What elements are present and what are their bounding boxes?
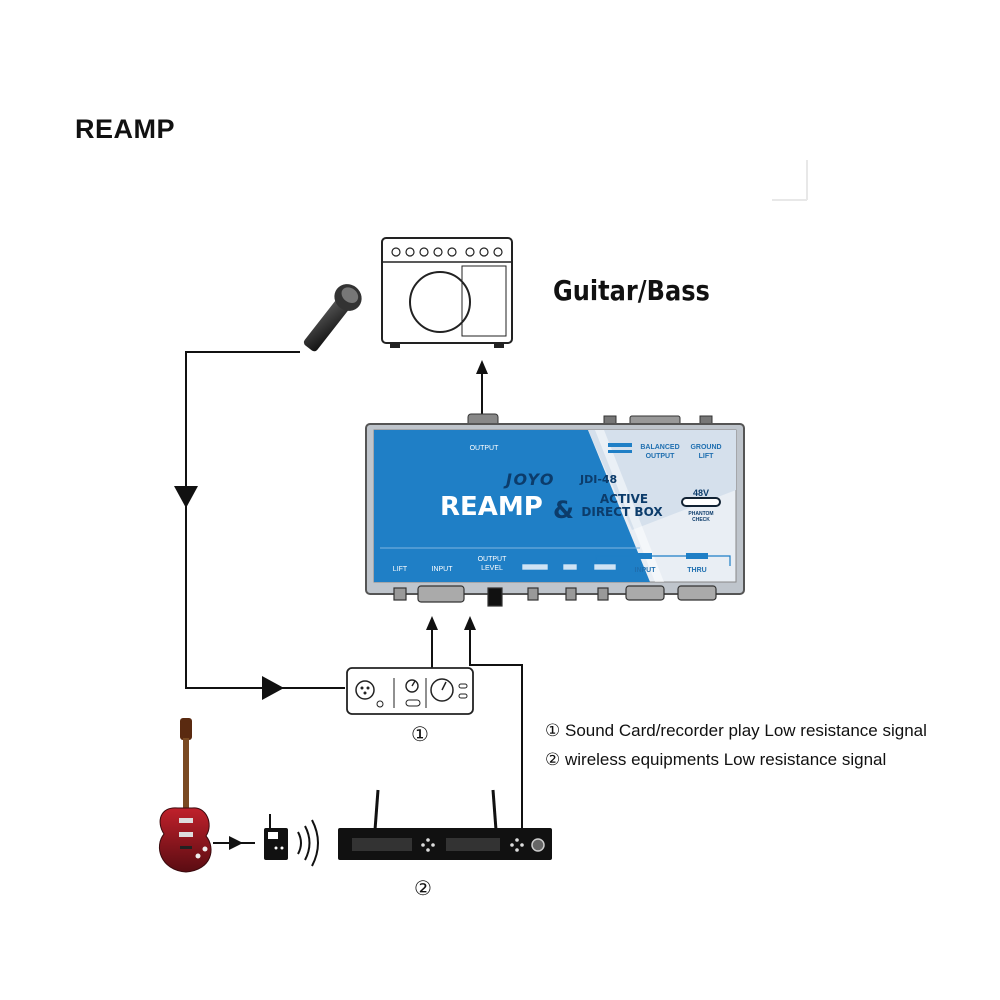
legend-item-2-text: wireless equipments Low resistance signa… [564, 750, 887, 769]
legend-item-1: ① Sound Card/recorder play Low resistanc… [545, 721, 927, 741]
electric-guitar-icon [158, 718, 212, 873]
guitar-amplifier [381, 237, 513, 348]
reamp-direct-box-device: JOYO JDI-48 REAMP & ACTIVE DIRECT BOX OU… [365, 413, 745, 607]
microphone-icon [303, 284, 362, 352]
wireless-signal-icon [297, 819, 319, 867]
device-phantom-check-label-2: CHECK [692, 517, 710, 523]
device-phantom-check-label: PHANTOM [688, 511, 713, 517]
device-output-label: OUTPUT [470, 445, 500, 452]
legend-item-2-marker: ② [545, 750, 561, 769]
device-balanced-output-label-2: OUTPUT [646, 453, 676, 460]
device-bottom-jacks [393, 585, 717, 607]
legend-item-1-text: Sound Card/recorder play Low resistance … [564, 721, 927, 740]
signal-arrows [174, 360, 488, 850]
legend-item-1-marker: ① [545, 721, 561, 740]
device-balanced-output-label: BALANCED [640, 444, 679, 451]
sound-card-icon [346, 667, 474, 715]
device-lift-label: LIFT [393, 566, 408, 573]
device-output-level-label: OUTPUT [478, 556, 508, 563]
device-reamp-text: REAMP [440, 492, 543, 522]
sound-card-marker: ① [411, 724, 429, 746]
device-thru-label: THRU [687, 567, 706, 574]
device-direct-box-text: DIRECT BOX [581, 505, 663, 519]
page-title: REAMP [75, 114, 176, 144]
legend-item-2: ② wireless equipments Low resistance sig… [545, 750, 886, 770]
device-front-input-label: INPUT [635, 567, 657, 574]
device-input-label: INPUT [432, 566, 454, 573]
amp-knobs [391, 247, 503, 257]
wireless-receiver-icon [338, 789, 552, 860]
amp-label: Guitar/Bass [553, 274, 710, 307]
corner-mark [772, 160, 808, 201]
device-active-text: ACTIVE [600, 492, 648, 506]
wireless-receiver-marker: ② [414, 878, 432, 900]
wireless-transmitter-icon [264, 814, 288, 860]
device-phantom-voltage: 48V [693, 488, 709, 498]
device-ground-lift-label-2: LIFT [699, 453, 714, 460]
device-output-level-label-2: LEVEL [481, 565, 503, 572]
device-ampersand: & [553, 496, 574, 524]
device-ground-lift-label: GROUND [690, 444, 721, 451]
device-model: JDI-48 [579, 473, 617, 486]
device-brand: JOYO [503, 470, 555, 489]
